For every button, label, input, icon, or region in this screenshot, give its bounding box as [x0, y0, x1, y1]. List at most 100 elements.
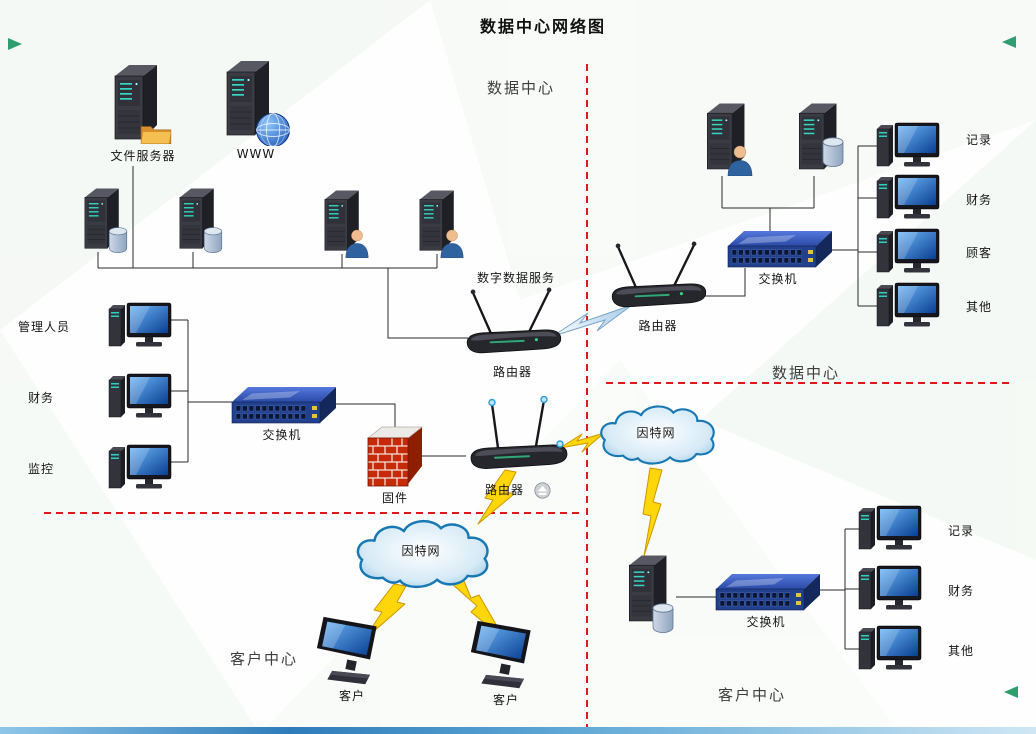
pc-finance-label: 财务	[948, 584, 975, 598]
server-tower-icon	[419, 190, 464, 258]
database-cylinder-icon	[203, 227, 223, 254]
server-tower-icon	[706, 103, 753, 176]
monitor-icon	[470, 620, 531, 689]
client-monitor-node[interactable]: 客户	[314, 614, 390, 704]
right-switch-node[interactable]: 交换机	[722, 225, 834, 287]
monitor-icon	[316, 616, 377, 685]
left-switch-node[interactable]: 交换机	[226, 381, 338, 443]
globe-icon	[256, 113, 290, 146]
server-tower-icon	[324, 190, 369, 258]
desktop-computer-icon	[876, 122, 940, 167]
admin-workstation-node[interactable]	[106, 300, 172, 352]
node-label: 交换机	[746, 615, 786, 629]
database-cylinder-icon	[108, 227, 128, 254]
digital-data-service-label: 数字数据服务	[477, 271, 556, 285]
corner-arrow-icon	[1002, 36, 1016, 48]
pc-others-label: 其他	[966, 300, 993, 314]
pc-records-label: 记录	[966, 133, 993, 147]
folder-icon	[140, 126, 172, 145]
pc-others-node[interactable]	[874, 280, 940, 332]
desktop-computer-icon	[108, 373, 172, 418]
node-label: 路由器	[638, 319, 678, 333]
desktop-computer-icon	[858, 505, 922, 550]
pc-finance-node[interactable]	[874, 172, 940, 224]
wireless-router-icon	[611, 240, 707, 308]
database-server-node[interactable]	[175, 186, 231, 258]
user-server-node[interactable]	[700, 100, 760, 184]
admin-label: 管理人员	[18, 320, 71, 334]
network-switch-icon	[715, 573, 821, 611]
server-tower-icon	[84, 188, 128, 254]
pc-records-label: 记录	[948, 524, 975, 538]
region-divider-lines	[44, 64, 1012, 730]
node-label: 客户	[338, 689, 365, 703]
desktop-computer-icon	[876, 174, 940, 219]
node-label: 固件	[381, 491, 408, 505]
node-label: WWW	[236, 147, 276, 161]
desktop-computer-icon	[858, 625, 922, 670]
region-label-datacenter-right: 数据中心	[772, 364, 841, 382]
www-server-node[interactable]: WWW	[214, 58, 298, 162]
node-label: 路由器	[484, 482, 524, 497]
server-tower-icon	[628, 555, 674, 633]
pc-others-node[interactable]	[856, 623, 922, 675]
client-monitor-node[interactable]: 客户	[468, 618, 544, 708]
network-switch-icon	[727, 230, 833, 268]
pc-finance-label: 财务	[966, 193, 993, 207]
pc-others-label: 其他	[948, 644, 975, 658]
region-label-customer-left: 客户中心	[230, 650, 299, 668]
database-cylinder-icon	[822, 137, 844, 167]
right-router-node[interactable]: 路由器	[602, 240, 714, 334]
database-server-node[interactable]	[80, 186, 136, 258]
firewall-node[interactable]: 固件	[364, 422, 426, 506]
network-cables	[97, 145, 877, 650]
node-label: 客户	[492, 693, 519, 707]
eject-circle-icon	[534, 482, 551, 499]
desktop-computer-icon	[858, 565, 922, 610]
corner-arrow-icon	[8, 38, 22, 50]
server-tower-icon	[114, 64, 172, 145]
desktop-computer-icon	[108, 302, 172, 347]
database-server-node[interactable]	[622, 552, 682, 640]
edge-router-node[interactable]: 路由器	[458, 396, 578, 499]
brick-wall-icon	[367, 426, 423, 487]
wireless-router-icon	[465, 286, 562, 354]
wireless-router-icon	[469, 396, 569, 470]
pc-customers-label: 顾客	[966, 246, 993, 260]
region-label-datacenter-top: 数据中心	[487, 79, 556, 97]
node-label: 文件服务器	[110, 149, 176, 163]
server-tower-icon	[798, 103, 844, 170]
finance-label: 财务	[28, 391, 55, 405]
node-label: 交换机	[758, 272, 798, 286]
pc-records-node[interactable]	[856, 503, 922, 555]
bottom-accent-bar	[0, 727, 1036, 734]
corner-arrow-icon	[1004, 686, 1018, 698]
pc-customers-node[interactable]	[874, 226, 940, 278]
database-server-node[interactable]	[792, 100, 852, 184]
page-title: 数据中心网络图	[480, 17, 607, 36]
node-label: 因特网	[401, 544, 441, 558]
internet-cloud-left-node[interactable]: 因特网	[346, 516, 496, 592]
monitoring-label: 监控	[28, 462, 55, 476]
database-cylinder-icon	[652, 603, 674, 633]
node-label: 因特网	[636, 426, 676, 440]
desktop-computer-icon	[876, 228, 940, 273]
pc-finance-node[interactable]	[856, 563, 922, 615]
file-server-node[interactable]: 文件服务器	[102, 62, 184, 164]
finance-workstation-node[interactable]	[106, 371, 172, 423]
internet-cloud-right-node[interactable]: 因特网	[594, 402, 718, 468]
region-label-customer-right: 客户中心	[718, 686, 787, 704]
node-label: 路由器	[492, 365, 532, 379]
server-tower-icon	[226, 60, 290, 146]
user-server-node[interactable]	[320, 188, 376, 260]
core-router-node[interactable]: 路由器	[455, 286, 570, 380]
network-switch-icon	[231, 386, 337, 424]
server-tower-icon	[179, 188, 223, 254]
desktop-computer-icon	[876, 282, 940, 327]
pc-records-node[interactable]	[874, 120, 940, 172]
bottom-switch-node[interactable]: 交换机	[710, 568, 822, 630]
user-server-node[interactable]	[415, 188, 471, 260]
monitoring-workstation-node[interactable]	[106, 442, 172, 494]
desktop-computer-icon	[108, 444, 172, 489]
